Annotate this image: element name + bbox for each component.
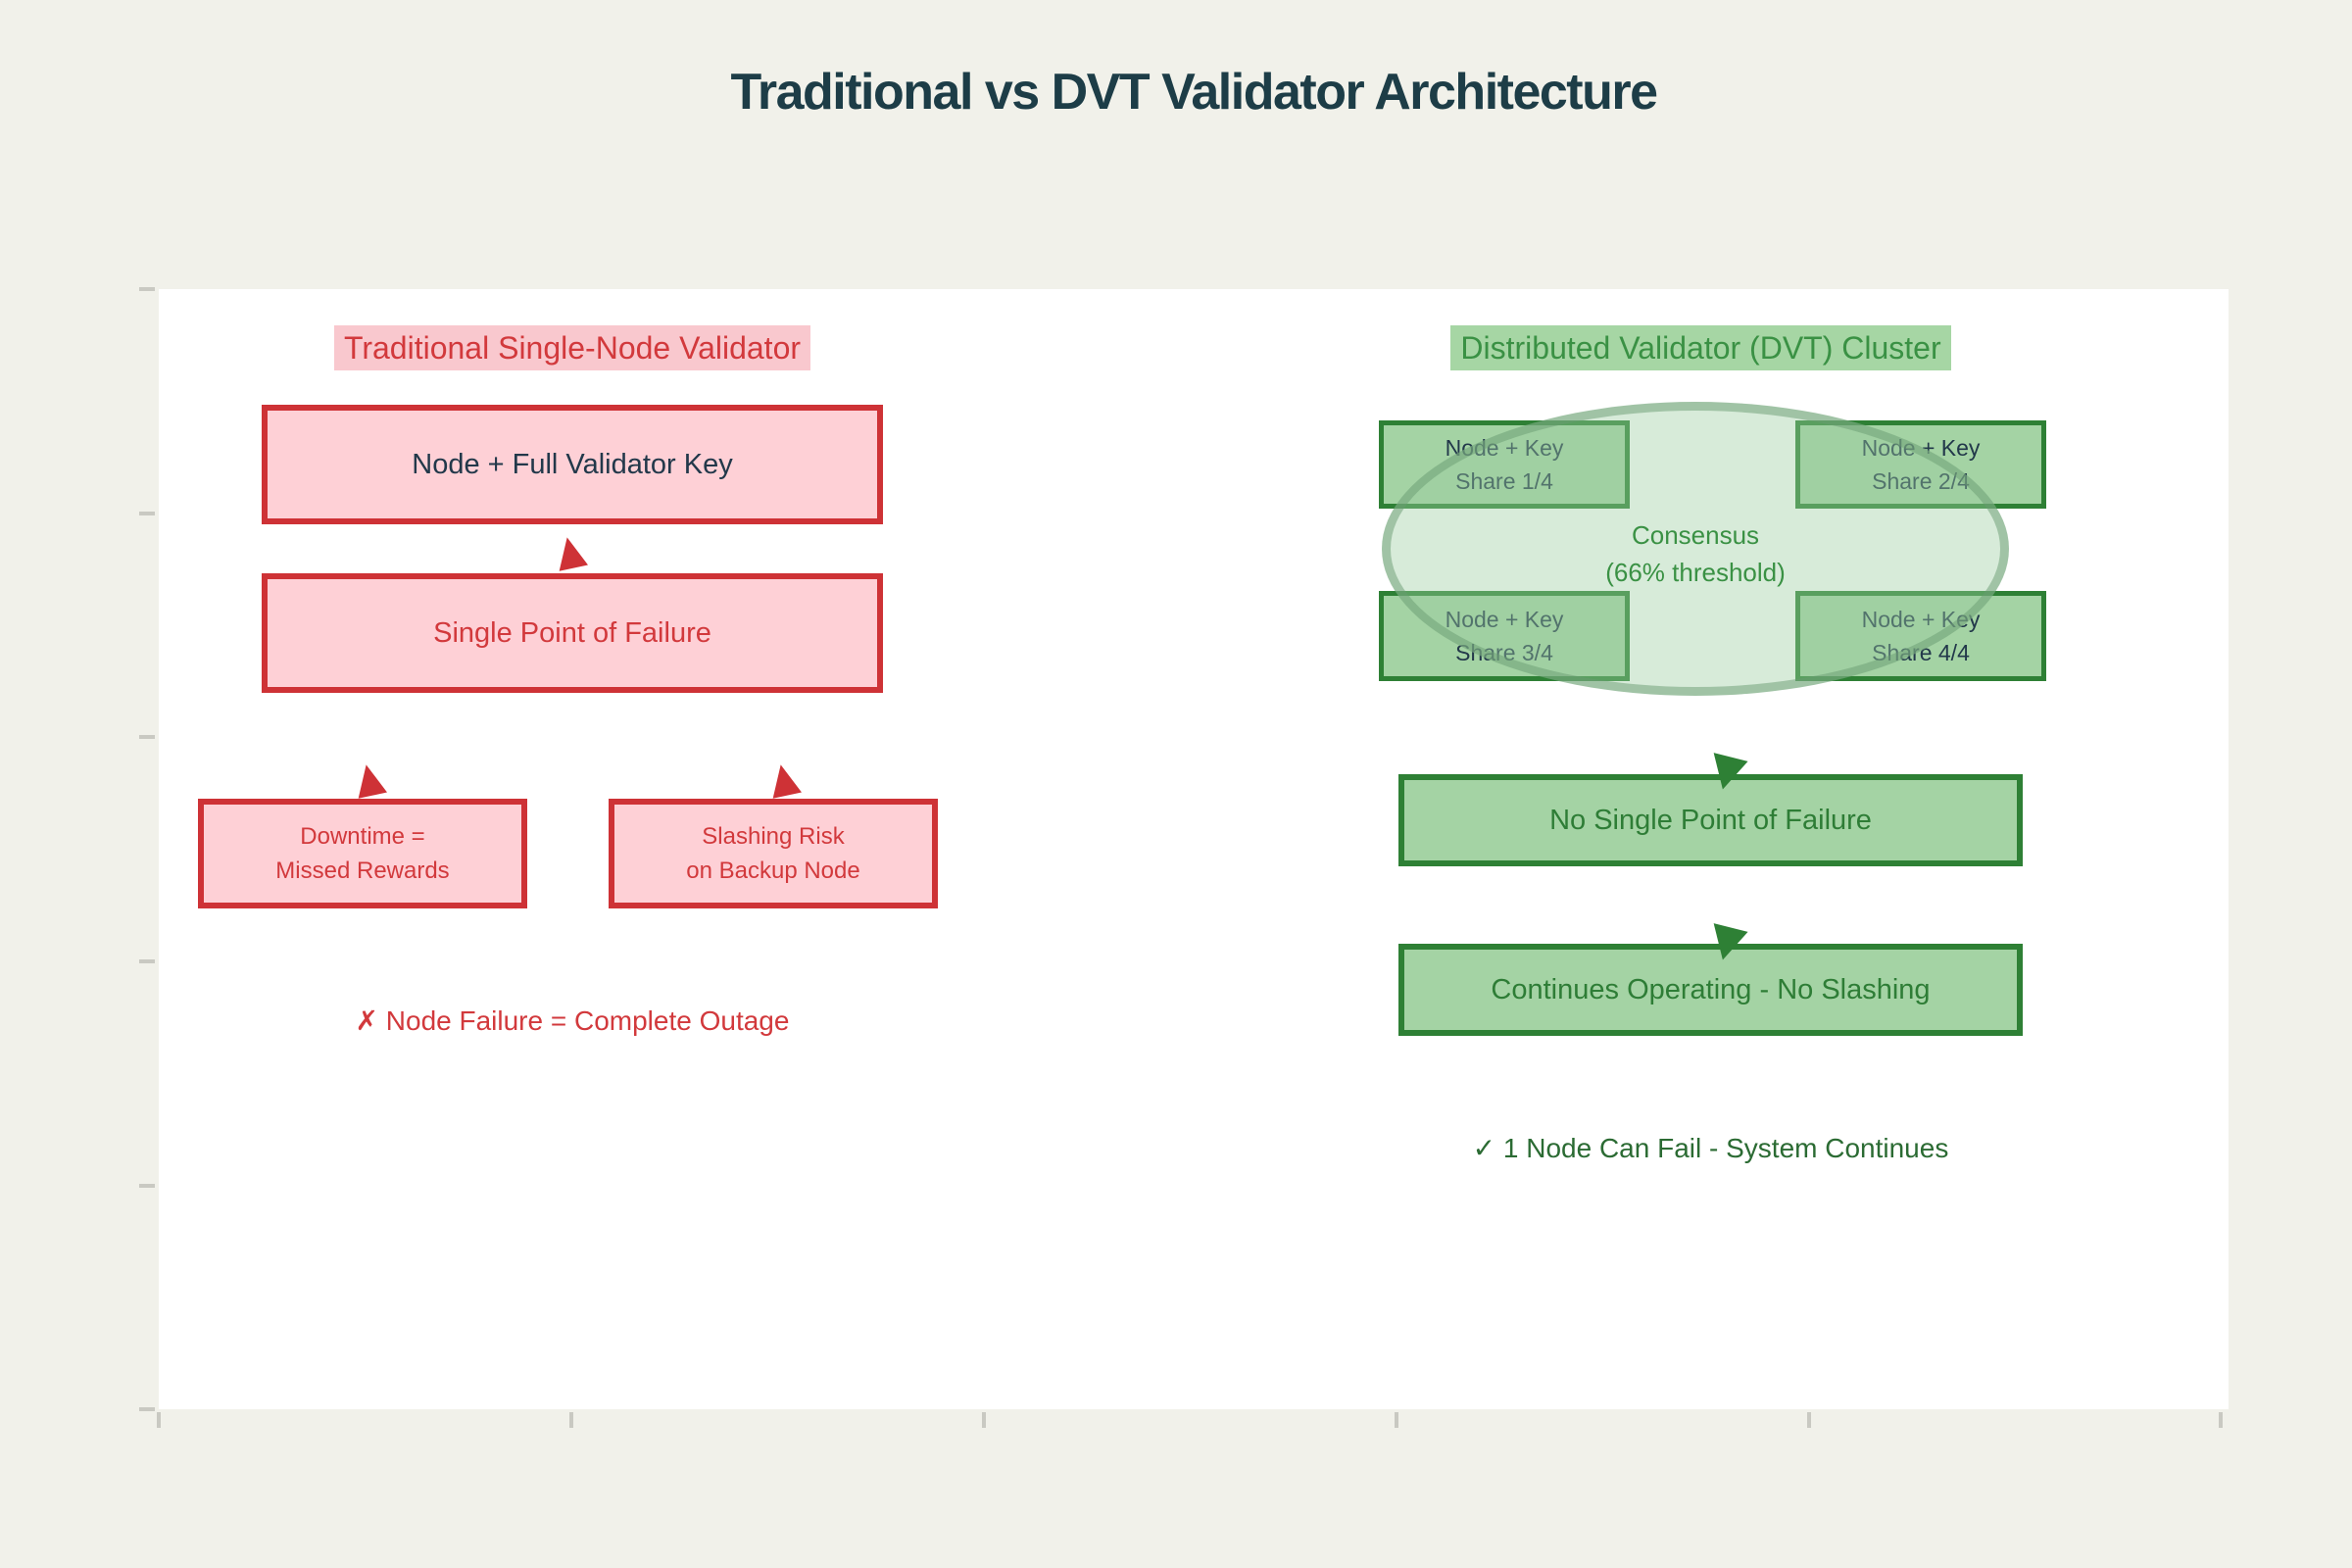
traditional-header-wrap: Traditional Single-Node Validator — [262, 325, 883, 371]
slashing-box: Slashing Risk on Backup Node — [609, 799, 938, 908]
diagram-title: Traditional vs DVT Validator Architectur… — [730, 64, 1658, 121]
dvt-header-wrap: Distributed Validator (DVT) Cluster — [1389, 325, 2013, 371]
dvt-header: Distributed Validator (DVT) Cluster — [1450, 325, 1951, 371]
traditional-header: Traditional Single-Node Validator — [333, 325, 811, 371]
no-spof-label: No Single Point of Failure — [1549, 804, 1872, 836]
downtime-box: Downtime = Missed Rewards — [198, 799, 527, 908]
consensus-label: Consensus (66% threshold) — [1382, 516, 2009, 591]
axis-tick — [1807, 1412, 1811, 1428]
axis-tick — [139, 1407, 155, 1411]
axis-tick — [139, 735, 155, 739]
downtime-label-line1: Downtime = — [300, 823, 425, 850]
success-note: ✓ 1 Node Can Fail - System Continues — [1472, 1133, 1949, 1163]
axis-tick — [139, 287, 155, 291]
continues-box: Continues Operating - No Slashing — [1398, 944, 2023, 1036]
node-share-3-line1: Node + Key — [1445, 607, 1564, 632]
axis-tick — [157, 1412, 161, 1428]
failure-note: ✗ Node Failure = Complete Outage — [355, 1005, 790, 1036]
axis-tick — [139, 1184, 155, 1188]
node-share-3-line2: Share 3/4 — [1455, 640, 1553, 665]
node-full-key-box: Node + Full Validator Key — [262, 405, 883, 524]
downtime-label-line2: Missed Rewards — [275, 858, 450, 884]
arrow-up-icon — [352, 761, 387, 799]
axis-tick — [569, 1412, 573, 1428]
node-share-2-line1: Node + Key — [1861, 435, 1981, 461]
node-share-2-line2: Share 2/4 — [1872, 468, 1970, 494]
consensus-line1: Consensus — [1631, 520, 1760, 550]
arrow-up-icon — [553, 534, 588, 571]
consensus-line2: (66% threshold) — [1605, 558, 1786, 587]
node-share-1-line1: Node + Key — [1445, 435, 1564, 461]
axis-tick — [982, 1412, 986, 1428]
slashing-label-line1: Slashing Risk — [702, 823, 845, 850]
axis-tick — [139, 959, 155, 963]
slashing-label-line2: on Backup Node — [686, 858, 860, 884]
axis-tick — [2219, 1412, 2223, 1428]
spof-label: Single Point of Failure — [433, 616, 711, 649]
node-share-4-line2: Share 4/4 — [1872, 640, 1970, 665]
node-share-3-box: Node + Key Share 3/4 — [1379, 591, 1630, 681]
node-full-key-label: Node + Full Validator Key — [412, 448, 733, 480]
continues-label: Continues Operating - No Slashing — [1491, 973, 1931, 1005]
no-spof-box: No Single Point of Failure — [1398, 774, 2023, 866]
axis-tick — [1395, 1412, 1398, 1428]
node-share-1-box: Node + Key Share 1/4 — [1379, 420, 1630, 509]
arrow-up-icon — [766, 761, 802, 799]
spof-box: Single Point of Failure — [262, 573, 883, 693]
node-share-4-line1: Node + Key — [1861, 607, 1981, 632]
node-share-4-box: Node + Key Share 4/4 — [1795, 591, 2046, 681]
node-share-1-line2: Share 1/4 — [1455, 468, 1553, 494]
axis-tick — [139, 512, 155, 515]
node-share-2-box: Node + Key Share 2/4 — [1795, 420, 2046, 509]
